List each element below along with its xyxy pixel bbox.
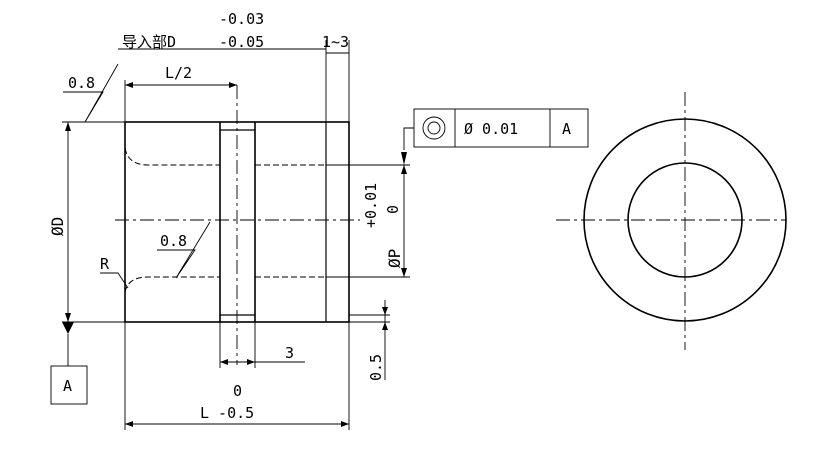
radius-leader [100,272,129,289]
length-tol-upper: 0 [233,382,242,400]
p-tol-lower: 0 [384,205,402,214]
bore-hidden-bottom [124,276,220,293]
concentricity-icon-outer [422,116,446,140]
length-arrow-left [125,421,133,427]
end-view [556,92,787,350]
groove-arrow-left [220,359,228,365]
part-body [115,85,360,365]
surface-finish-inner: 0.8 R [100,221,211,289]
finish-symbol-inner [157,221,211,279]
half-length-arrow-right [229,82,237,88]
tolerance-frame: Ø 0.01 A [401,108,589,165]
d-arrow-bottom [65,313,71,322]
range-label: 1~3 [322,33,349,51]
datum-triangle [62,322,74,334]
tolerance-leader [403,127,414,150]
radius-label: R [100,255,110,273]
datum-label: A [63,377,72,395]
guide-label: 导入部D [122,33,176,51]
diameter-p-dimension: ØP +0.01 0 0.5 [326,164,410,381]
guide-tol-lower: -0.05 [219,33,264,51]
length-label: L -0.5 [200,404,254,422]
datum-box [50,365,88,405]
surface-finish-outer: 0.8 [62,63,125,123]
tolerance-value: Ø 0.01 [464,120,518,138]
half-length-arrow-left [125,82,133,88]
d-arrow-top [65,122,71,131]
groove-width-label: 3 [285,344,294,362]
finish-symbol-outer [63,63,119,123]
finish-outer-value: 0.8 [68,74,95,92]
offset-label: 0.5 [367,354,385,381]
concentricity-icon [427,121,441,135]
tolerance-datum: A [562,120,571,138]
bottom-dimensions: 3 0 L -0.5 [124,322,350,430]
bore-hidden-top [124,147,220,166]
top-dimensions: 导入部D -0.03 -0.05 1~3 L/2 [118,10,350,122]
half-length-label: L/2 [165,64,192,82]
p-arrow-top [401,165,407,174]
p-arrow-bottom [401,268,407,277]
p-label: ØP [385,249,404,268]
length-arrow-right [341,421,349,427]
diameter-d-dimension: ØD A [48,122,125,405]
tolerance-leader-arrow [401,152,407,165]
offset-arrow-top [382,307,388,315]
finish-inner-value: 0.8 [160,232,187,250]
groove-arrow-right [247,359,255,365]
offset-arrow-bottom [382,322,388,330]
d-label: ØD [48,217,67,236]
guide-tol-upper: -0.03 [219,10,264,28]
p-tol-upper: +0.01 [362,183,380,228]
